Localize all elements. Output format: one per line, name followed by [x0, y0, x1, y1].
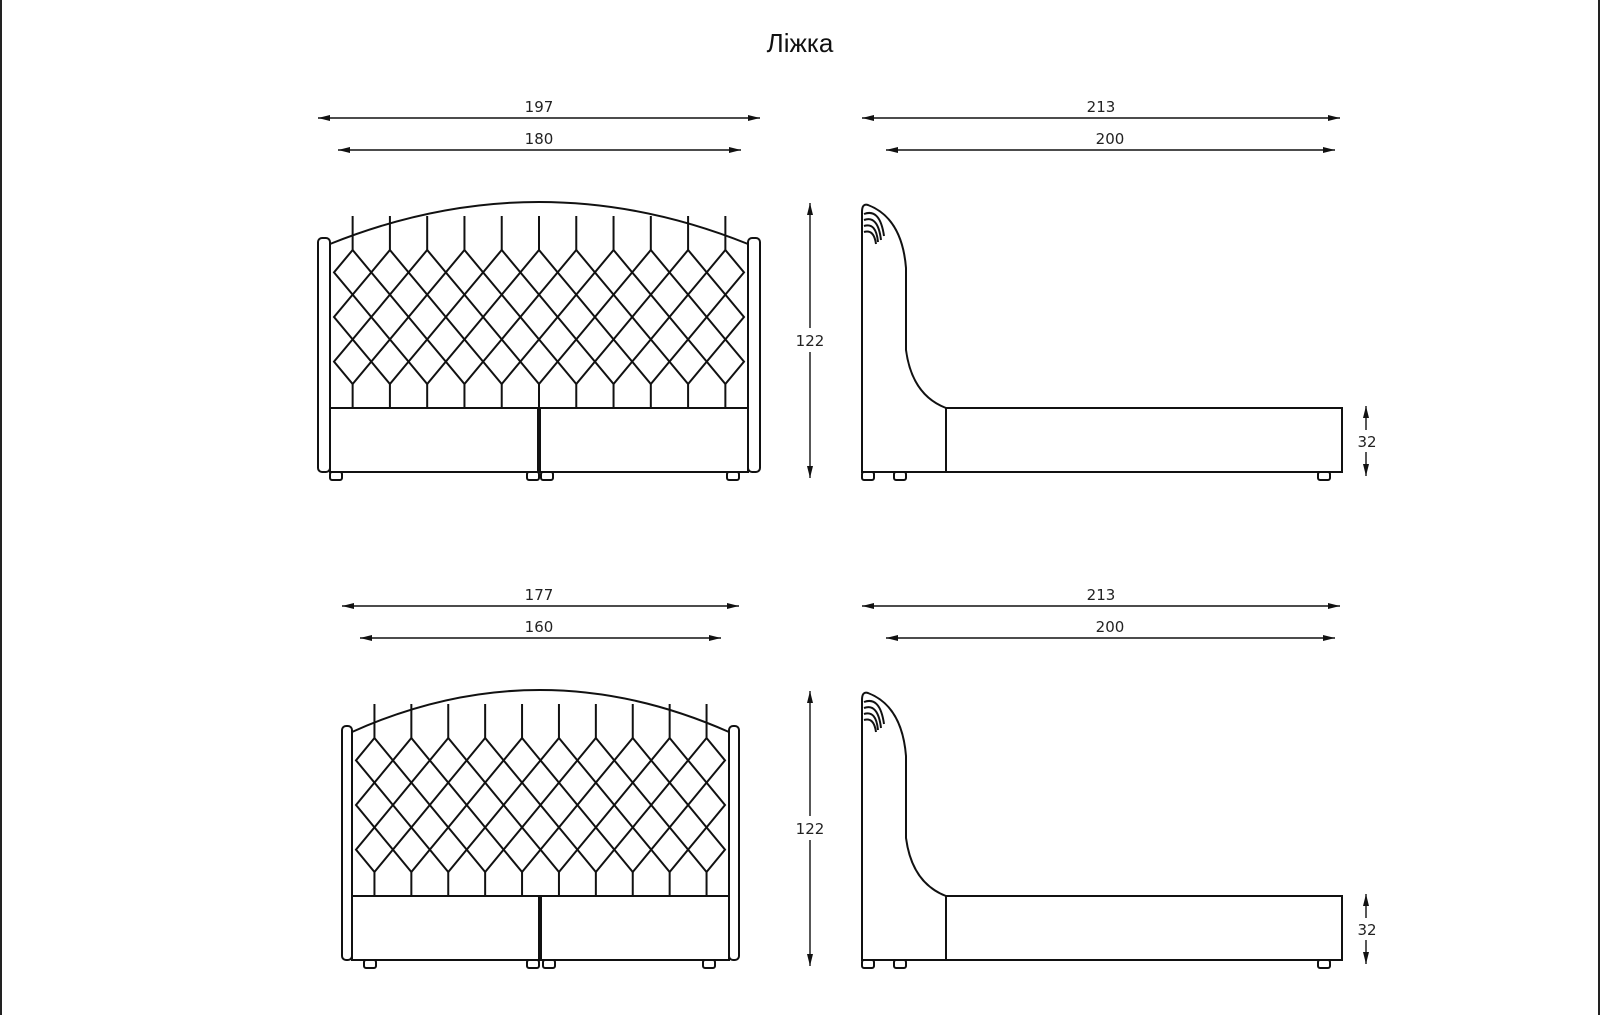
- dim-bed2-inner-length: 200: [1096, 618, 1125, 636]
- dim-bed2-frame-height: 32: [1357, 921, 1376, 939]
- dim-bed1-inner-length: 200: [1096, 130, 1125, 148]
- dim-bed2-overall-length: 213: [1087, 586, 1116, 604]
- bed-1-side-view: [861, 203, 1343, 481]
- dim-bed1-overall-length: 213: [1087, 98, 1116, 116]
- dim-bed2-height: 122: [796, 820, 825, 838]
- dim-bed1-height: 122: [796, 332, 825, 350]
- bed-2-drawing: 177 160 213 200 122 32: [341, 586, 1382, 969]
- dim-bed2-inner-width: 160: [525, 618, 554, 636]
- bed-2-tufting: [354, 704, 727, 896]
- bed-2-side-view: [861, 691, 1343, 969]
- dim-bed2-overall-width: 177: [525, 586, 554, 604]
- dim-bed1-frame-height: 32: [1357, 433, 1376, 451]
- bed-1-drawing: 197 180 213 200 122 32: [317, 98, 1382, 481]
- bed-2-front-view: [341, 689, 740, 969]
- bed-1-front-view: [317, 201, 761, 481]
- bed-1-tufting: [332, 216, 746, 408]
- page-title: Ліжка: [766, 28, 834, 58]
- dim-bed1-overall-width: 197: [525, 98, 554, 116]
- dim-bed1-inner-width: 180: [525, 130, 554, 148]
